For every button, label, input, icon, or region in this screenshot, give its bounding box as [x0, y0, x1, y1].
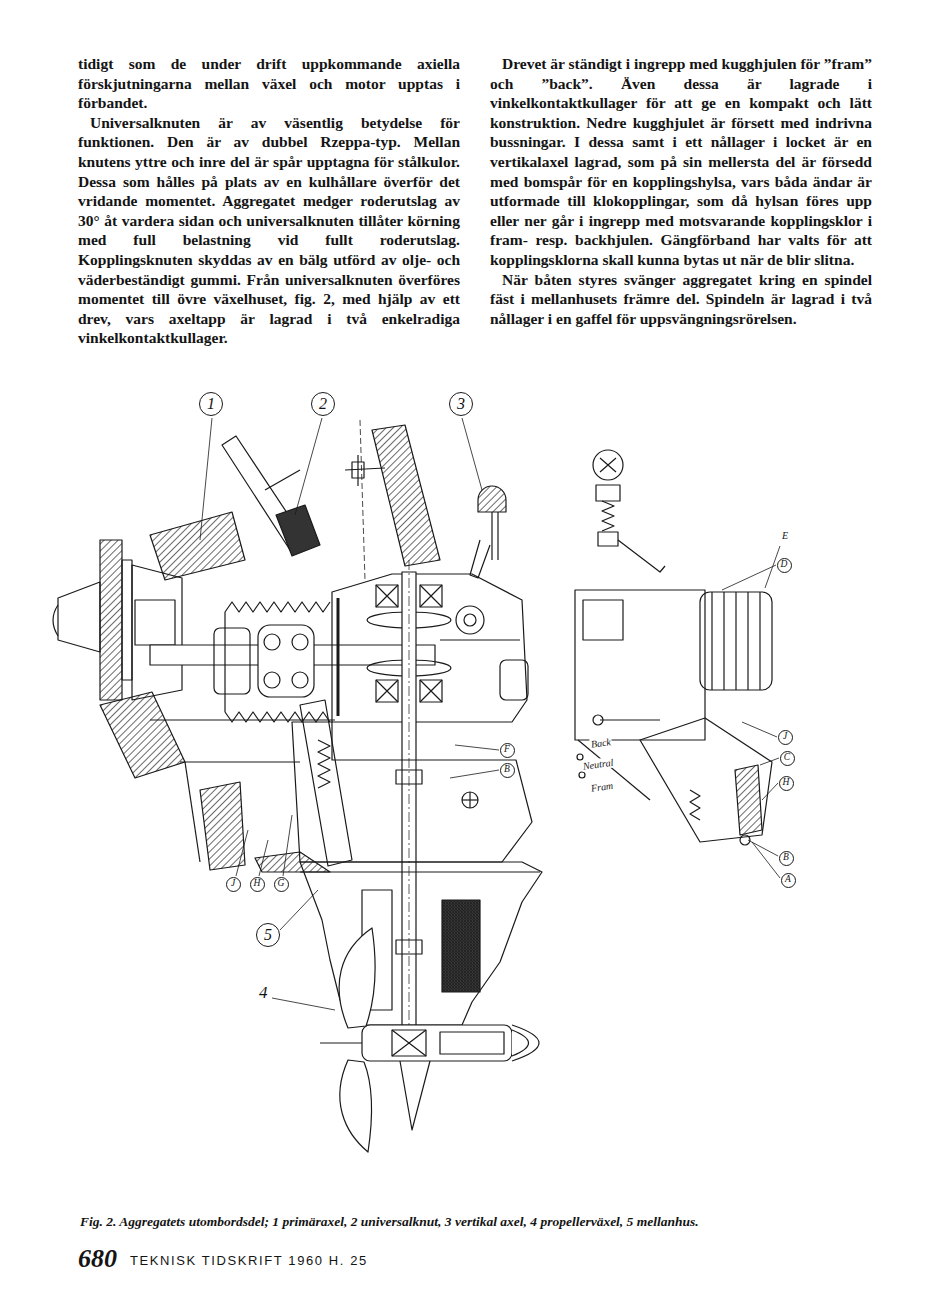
callout-text: 2: [319, 396, 327, 412]
leader-lines: [200, 418, 780, 1010]
coupling-disc: [53, 540, 335, 870]
text-column: Drevet är ständigt i ingrepp med kugghju…: [490, 54, 872, 328]
callout-circle: J: [226, 877, 241, 892]
callout-circle: A: [781, 873, 796, 888]
callout-text: H: [783, 778, 790, 788]
callout-text: D: [781, 560, 788, 570]
body-paragraph: Drevet är ständigt i ingrepp med kugghju…: [490, 54, 872, 270]
callout-circle: B: [779, 851, 794, 866]
lower-leg: [255, 852, 542, 1025]
callout-text: J: [231, 879, 235, 889]
tiller-handle: [150, 436, 320, 580]
text-column: tidigt som de under drift uppkommande ax…: [78, 54, 460, 348]
callout-text: H: [254, 879, 261, 889]
callout-circle: 2: [311, 392, 335, 416]
side-view: [575, 590, 772, 845]
detail-2: [345, 420, 440, 580]
callout-text: 3: [457, 396, 465, 412]
callout-text: G: [278, 879, 285, 889]
callout-text: C: [784, 753, 790, 763]
body-paragraph: Universalknuten är av väsentlig betydels…: [78, 113, 460, 348]
switch-position: Fram: [589, 780, 615, 794]
middle-housing: [292, 700, 532, 866]
callout-text: A: [785, 875, 791, 885]
callout-circle: 1: [199, 392, 223, 416]
figure-caption: Fig. 2. Aggregatets utombordsdel; 1 prim…: [80, 1214, 699, 1230]
callout-number: 4: [258, 984, 269, 1003]
callout-circle: J: [778, 730, 793, 745]
callout-text: 5: [264, 927, 272, 943]
callout-circle: C: [780, 751, 795, 766]
page-number: 680: [78, 1246, 117, 1272]
vertical-axle: [396, 560, 422, 1055]
journal-footer: TEKNISK TIDSKRIFT 1960 H. 25: [130, 1254, 368, 1267]
callout-circle: 3: [449, 392, 473, 416]
callout-text: J: [783, 732, 787, 742]
callout-text: B: [504, 765, 510, 775]
callout-circle: G: [274, 877, 289, 892]
callout-letter: E: [781, 530, 789, 541]
callout-circle: F: [500, 743, 515, 758]
gear-housing: [332, 574, 528, 722]
detail-3: [470, 450, 665, 578]
callout-text: 1: [207, 396, 215, 412]
callout-text: B: [783, 853, 789, 863]
switch-position: Back: [589, 736, 612, 750]
callout-circle: B: [500, 763, 515, 778]
callout-circle: 5: [256, 923, 280, 947]
switch-position: Neutral: [581, 757, 615, 772]
propeller-gear: [320, 928, 539, 1152]
callout-circle: H: [250, 877, 265, 892]
universal-joint: [150, 602, 435, 722]
body-paragraph: När båten styres svänger aggregatet krin…: [490, 270, 872, 329]
callout-circle: H: [779, 776, 794, 791]
callout-circle: D: [777, 558, 792, 573]
callout-text: F: [504, 745, 510, 755]
body-paragraph: tidigt som de under drift uppkommande ax…: [78, 54, 460, 113]
